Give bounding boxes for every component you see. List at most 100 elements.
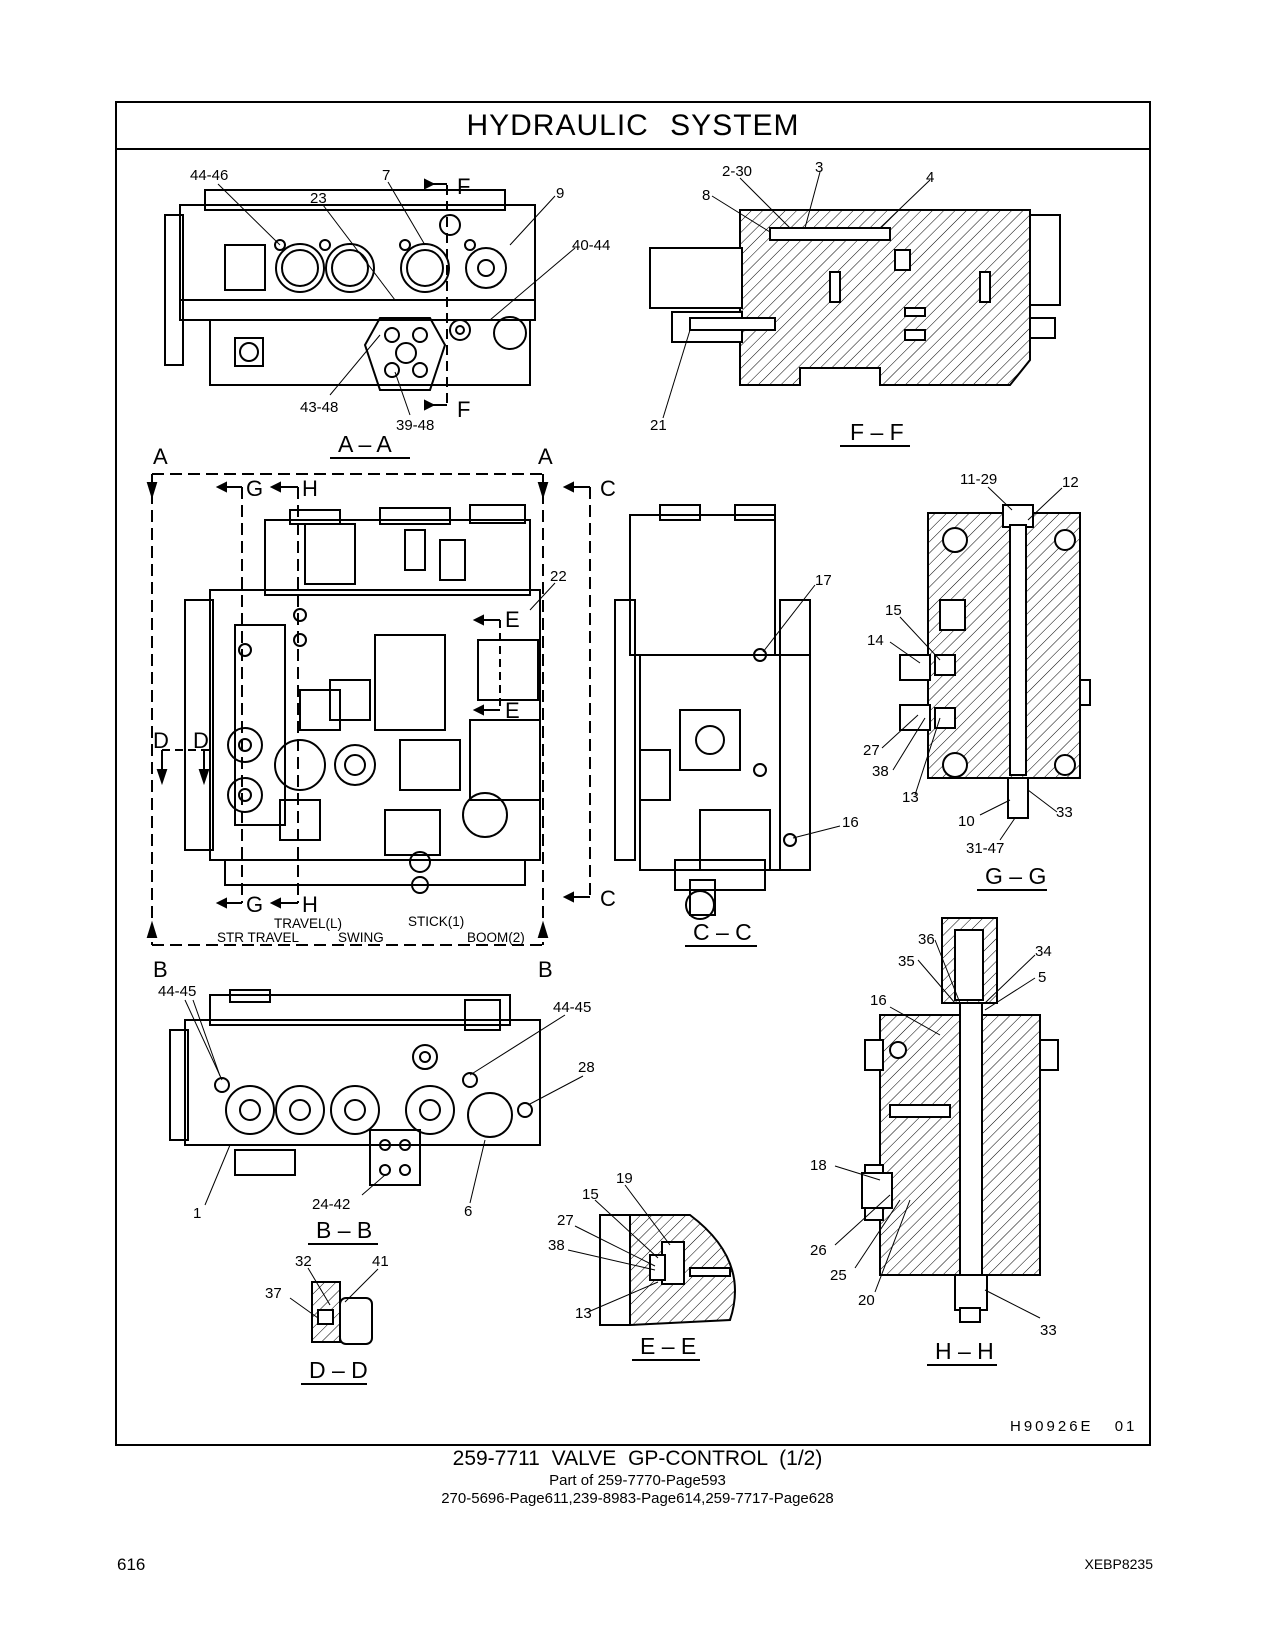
section-marker-c-top: C [600,476,616,501]
view-label-bb: B – B [316,1217,372,1243]
view-ff-drawing [649,209,1061,386]
callout-44-46: 44-46 [190,167,228,184]
callout-16-hh: 16 [870,992,887,1009]
view-ee-labels: 19 15 27 38 13 E – E [548,1170,700,1361]
section-marker-h-bottom: H [302,892,318,917]
view-aa-drawing [164,189,536,391]
callout-7: 7 [382,167,390,184]
callout-4: 4 [926,169,934,186]
view-hh-labels: 36 35 34 5 16 18 26 25 20 33 H – H [810,931,1057,1366]
callout-41: 41 [372,1253,389,1270]
callout-3: 3 [815,159,823,176]
callout-40-44: 40-44 [572,237,610,254]
document-code: XEBP8235 [1084,1556,1154,1572]
related-pages: 270-5696-Page611,239-8983-Page614,259-77… [441,1490,834,1507]
view-cc-leaders [762,584,841,839]
view-aa-section-line [424,178,448,411]
view-aa-leaders [217,181,576,416]
page-title: HYDRAULIC SYSTEM [117,103,1149,150]
callout-27: 27 [863,742,880,759]
callout-38-ee: 38 [548,1237,565,1254]
callout-36: 36 [918,931,935,948]
callout-32: 32 [295,1253,312,1270]
callout-37: 37 [265,1285,282,1302]
section-marker-d-left: D [153,728,169,753]
view-hh-leaders [834,939,1041,1319]
callout-17: 17 [815,572,832,589]
view-ee-drawing [599,1214,736,1326]
view-hh-drawing [861,917,1059,1323]
view-label-dd: D – D [309,1357,368,1383]
view-cc-labels: 17 16 C – C [685,572,859,947]
callout-28: 28 [578,1059,595,1076]
callout-1: 1 [193,1205,201,1222]
page-number: 616 [117,1555,146,1574]
callout-2-30: 2-30 [722,163,752,180]
callout-35: 35 [898,953,915,970]
view-bb-labels: 44-45 44-45 28 1 24-42 6 B – B [158,983,595,1245]
part-of-reference: Part of 259-7770-Page593 [549,1472,726,1489]
section-marker-b-right: B [538,957,553,982]
figure-caption: 259-7711 VALVE GP-CONTROL (1/2) [452,1447,823,1470]
callout-22: 22 [550,568,567,585]
spool-label-stick1: STICK(1) [408,914,464,929]
callout-24-42: 24-42 [312,1196,350,1213]
view-gg-leaders [881,486,1063,841]
spool-label-boom2: BOOM(2) [467,930,525,945]
view-bb-leaders [184,999,584,1206]
callout-31-47: 31-47 [966,840,1004,857]
callout-18: 18 [810,1157,827,1174]
callout-11-29: 11-29 [960,471,997,488]
callout-13-ee: 13 [575,1305,592,1322]
callout-33-hh: 33 [1040,1322,1057,1339]
callout-34: 34 [1035,943,1052,960]
callout-15-ee: 15 [582,1186,599,1203]
view-dd-leaders [289,1267,379,1319]
figure-reference: H90926E 01 [1010,1418,1138,1435]
view-label-aa: A – A [338,431,392,457]
callout-43-48: 43-48 [300,399,338,416]
callout-10: 10 [958,813,975,830]
section-marker-b-left: B [153,957,168,982]
section-marker-a-right: A [538,444,553,469]
callout-8: 8 [702,187,710,204]
callout-16: 16 [842,814,859,831]
callout-5: 5 [1038,969,1046,986]
callout-9: 9 [556,185,564,202]
section-marker-f-bottom: F [457,397,470,422]
view-ff-callouts: 2-30 3 4 8 21 F – F [650,159,934,447]
view-ff-leaders [662,171,931,419]
callout-21: 21 [650,417,667,434]
callout-25: 25 [830,1267,847,1284]
callout-15: 15 [885,602,902,619]
view-cc-drawing [614,504,811,920]
view-ee-leaders [567,1184,671,1313]
section-marker-e-top: E [505,607,520,632]
main-view-drawing [184,504,541,894]
callout-44-45-right: 44-45 [553,999,591,1016]
callout-38: 38 [872,763,889,780]
callout-33-gg: 33 [1056,804,1073,821]
callout-14: 14 [867,632,884,649]
callout-23: 23 [310,190,327,207]
section-marker-g-top: G [246,476,263,501]
callout-12: 12 [1062,474,1079,491]
view-label-hh: H – H [935,1338,994,1364]
view-dd-labels: 32 41 37 D – D [265,1253,389,1385]
view-gg-labels: 11-29 12 15 14 27 38 13 10 33 31-47 G – … [863,471,1079,891]
callout-27-ee: 27 [557,1212,574,1229]
callout-19: 19 [616,1170,633,1187]
callout-20: 20 [858,1292,875,1309]
view-label-ff: F – F [850,419,904,445]
callout-26: 26 [810,1242,827,1259]
section-marker-f-top: F [457,174,470,199]
section-marker-e-bottom: E [505,698,520,723]
spool-label-swing: SWING [338,930,384,945]
main-view-labels: A A B B C C G G H H D D E E 22 TRAVEL(L)… [153,444,616,982]
view-label-gg: G – G [985,863,1046,889]
spool-label-str-travel: STR TRAVEL [217,930,300,945]
section-marker-d-right: D [193,728,209,753]
main-view-section-lines [146,473,591,946]
view-gg-drawing [899,504,1091,819]
